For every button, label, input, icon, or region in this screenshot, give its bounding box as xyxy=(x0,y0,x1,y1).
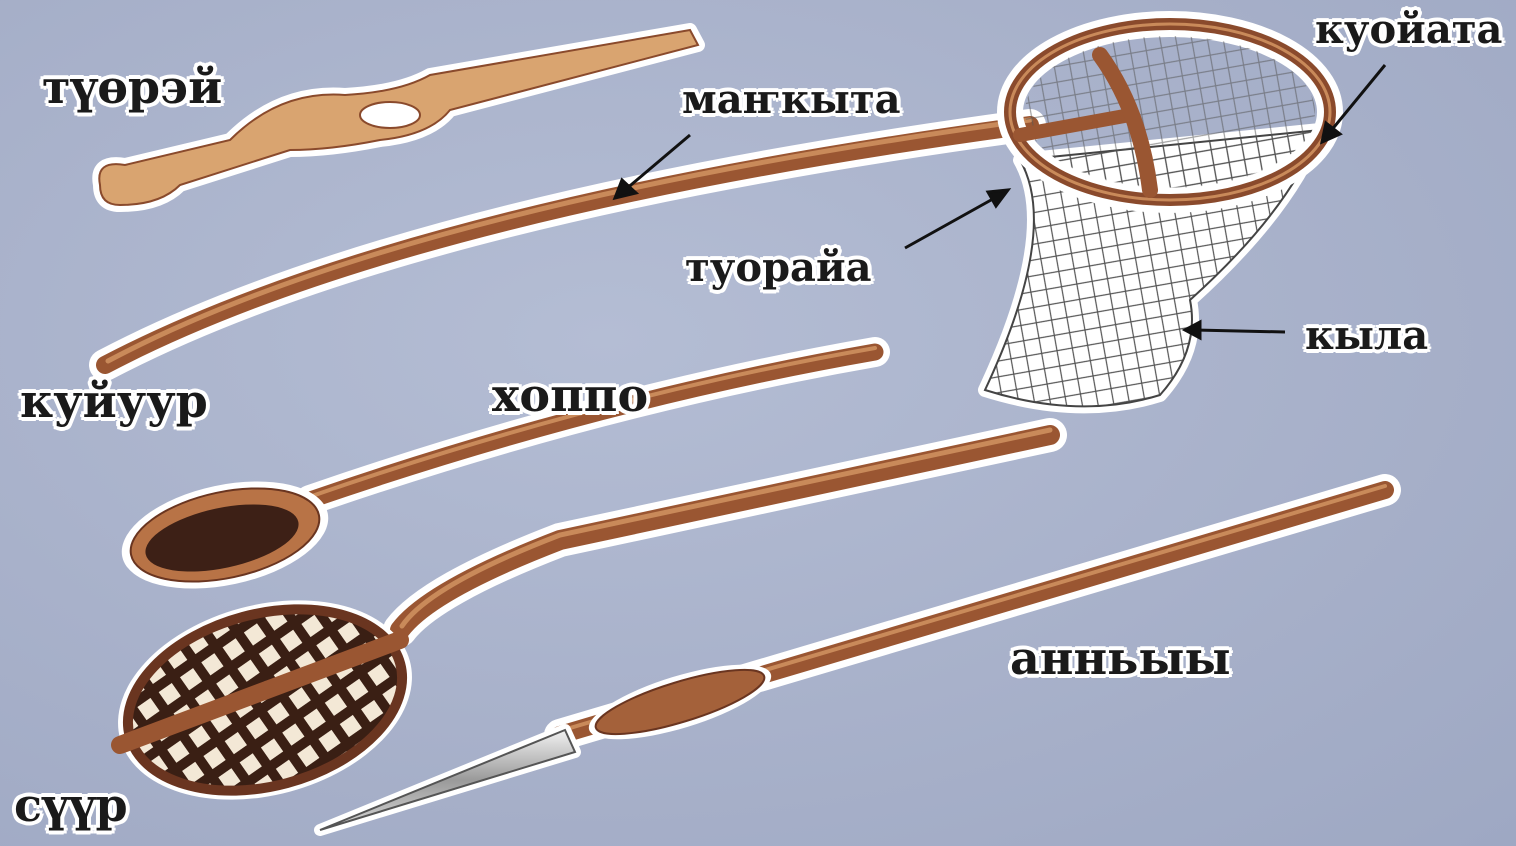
label-suur: сүүр xyxy=(14,782,128,828)
arrow-tuoraia xyxy=(905,190,1008,248)
label-annyyy: анньыы xyxy=(1010,635,1231,681)
tuorei-tool xyxy=(99,30,698,205)
label-tuorei: түөрэй xyxy=(42,64,222,110)
label-tuoraia: туорайа xyxy=(685,248,872,288)
label-kuiuur: куйуур xyxy=(20,378,208,424)
label-mankyta: маҥкыта xyxy=(682,80,901,120)
arrow-kyla xyxy=(1185,322,1285,338)
label-kyla: кыла xyxy=(1305,316,1428,356)
hole xyxy=(360,102,420,128)
label-khoppo: хоппо xyxy=(492,372,648,418)
label-kuoiata: куойата xyxy=(1315,10,1502,50)
